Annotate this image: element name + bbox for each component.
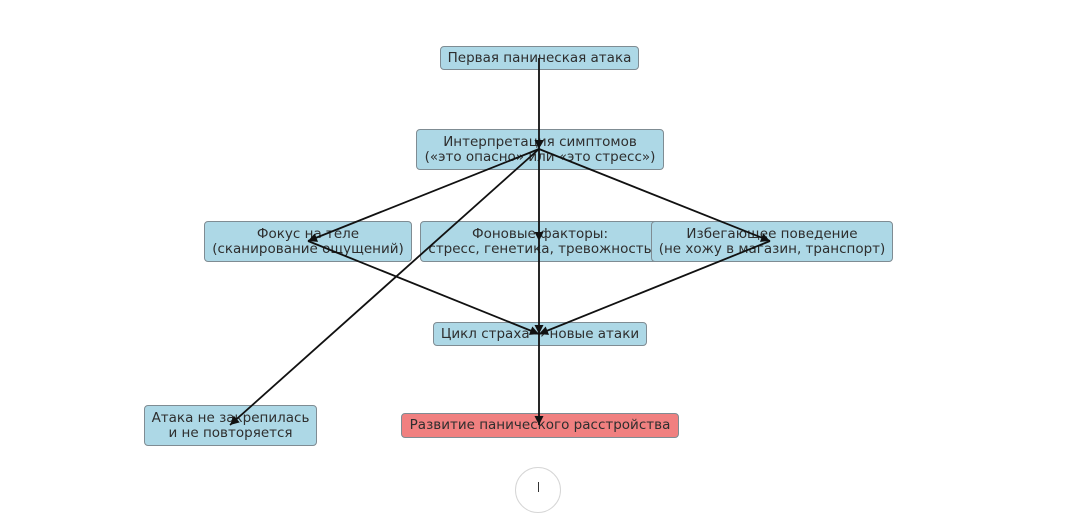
node-not-fixed-line-1: Атака не закрепилась — [151, 409, 310, 426]
edge-fear-cycle-to-panic-disorder — [534, 334, 544, 425]
node-body-focus-line-1: Фокус на теле — [256, 225, 360, 242]
scroll-control-button[interactable] — [515, 467, 561, 513]
node-not-fixed-line-2: и не повторяется — [168, 424, 293, 441]
scroll-indicator-icon — [538, 482, 539, 492]
node-first-attack: Первая паническая атака — [440, 46, 639, 70]
edge-interpretation-to-not-fixed — [229, 148, 540, 426]
node-background-factors: Фоновые факторы: стресс, генетика, трево… — [420, 221, 660, 262]
node-panic-disorder: Развитие панического расстройства — [401, 413, 679, 438]
node-fear-cycle-line-1: Цикл страха → новые атаки — [440, 325, 640, 342]
node-panic-disorder-line-1: Развитие панического расстройства — [409, 417, 671, 433]
node-interpretation-line-2: («это опасно» или «это стресс») — [424, 148, 656, 165]
node-not-fixed: Атака не закрепилась и не повторяется — [144, 405, 317, 446]
node-avoidance-line-1: Избегающее поведение — [686, 225, 858, 242]
node-interpretation: Интерпретация симптомов («это опасно» ил… — [416, 129, 664, 170]
node-background-factors-line-1: Фоновые факторы: — [471, 225, 609, 242]
node-first-attack-line-1: Первая паническая атака — [447, 49, 632, 66]
node-body-focus: Фокус на теле (сканирование ощущений) — [204, 221, 412, 262]
node-body-focus-line-2: (сканирование ощущений) — [212, 240, 404, 257]
node-background-factors-line-2: стресс, генетика, тревожность — [428, 240, 652, 257]
node-avoidance-line-2: (не хожу в магазин, транспорт) — [658, 240, 886, 257]
node-interpretation-line-1: Интерпретация симптомов — [443, 133, 637, 150]
node-avoidance: Избегающее поведение (не хожу в магазин,… — [651, 221, 893, 262]
diagram-canvas: Первая паническая атака Интерпретация си… — [144, 46, 893, 513]
node-fear-cycle: Цикл страха → новые атаки — [433, 322, 647, 346]
